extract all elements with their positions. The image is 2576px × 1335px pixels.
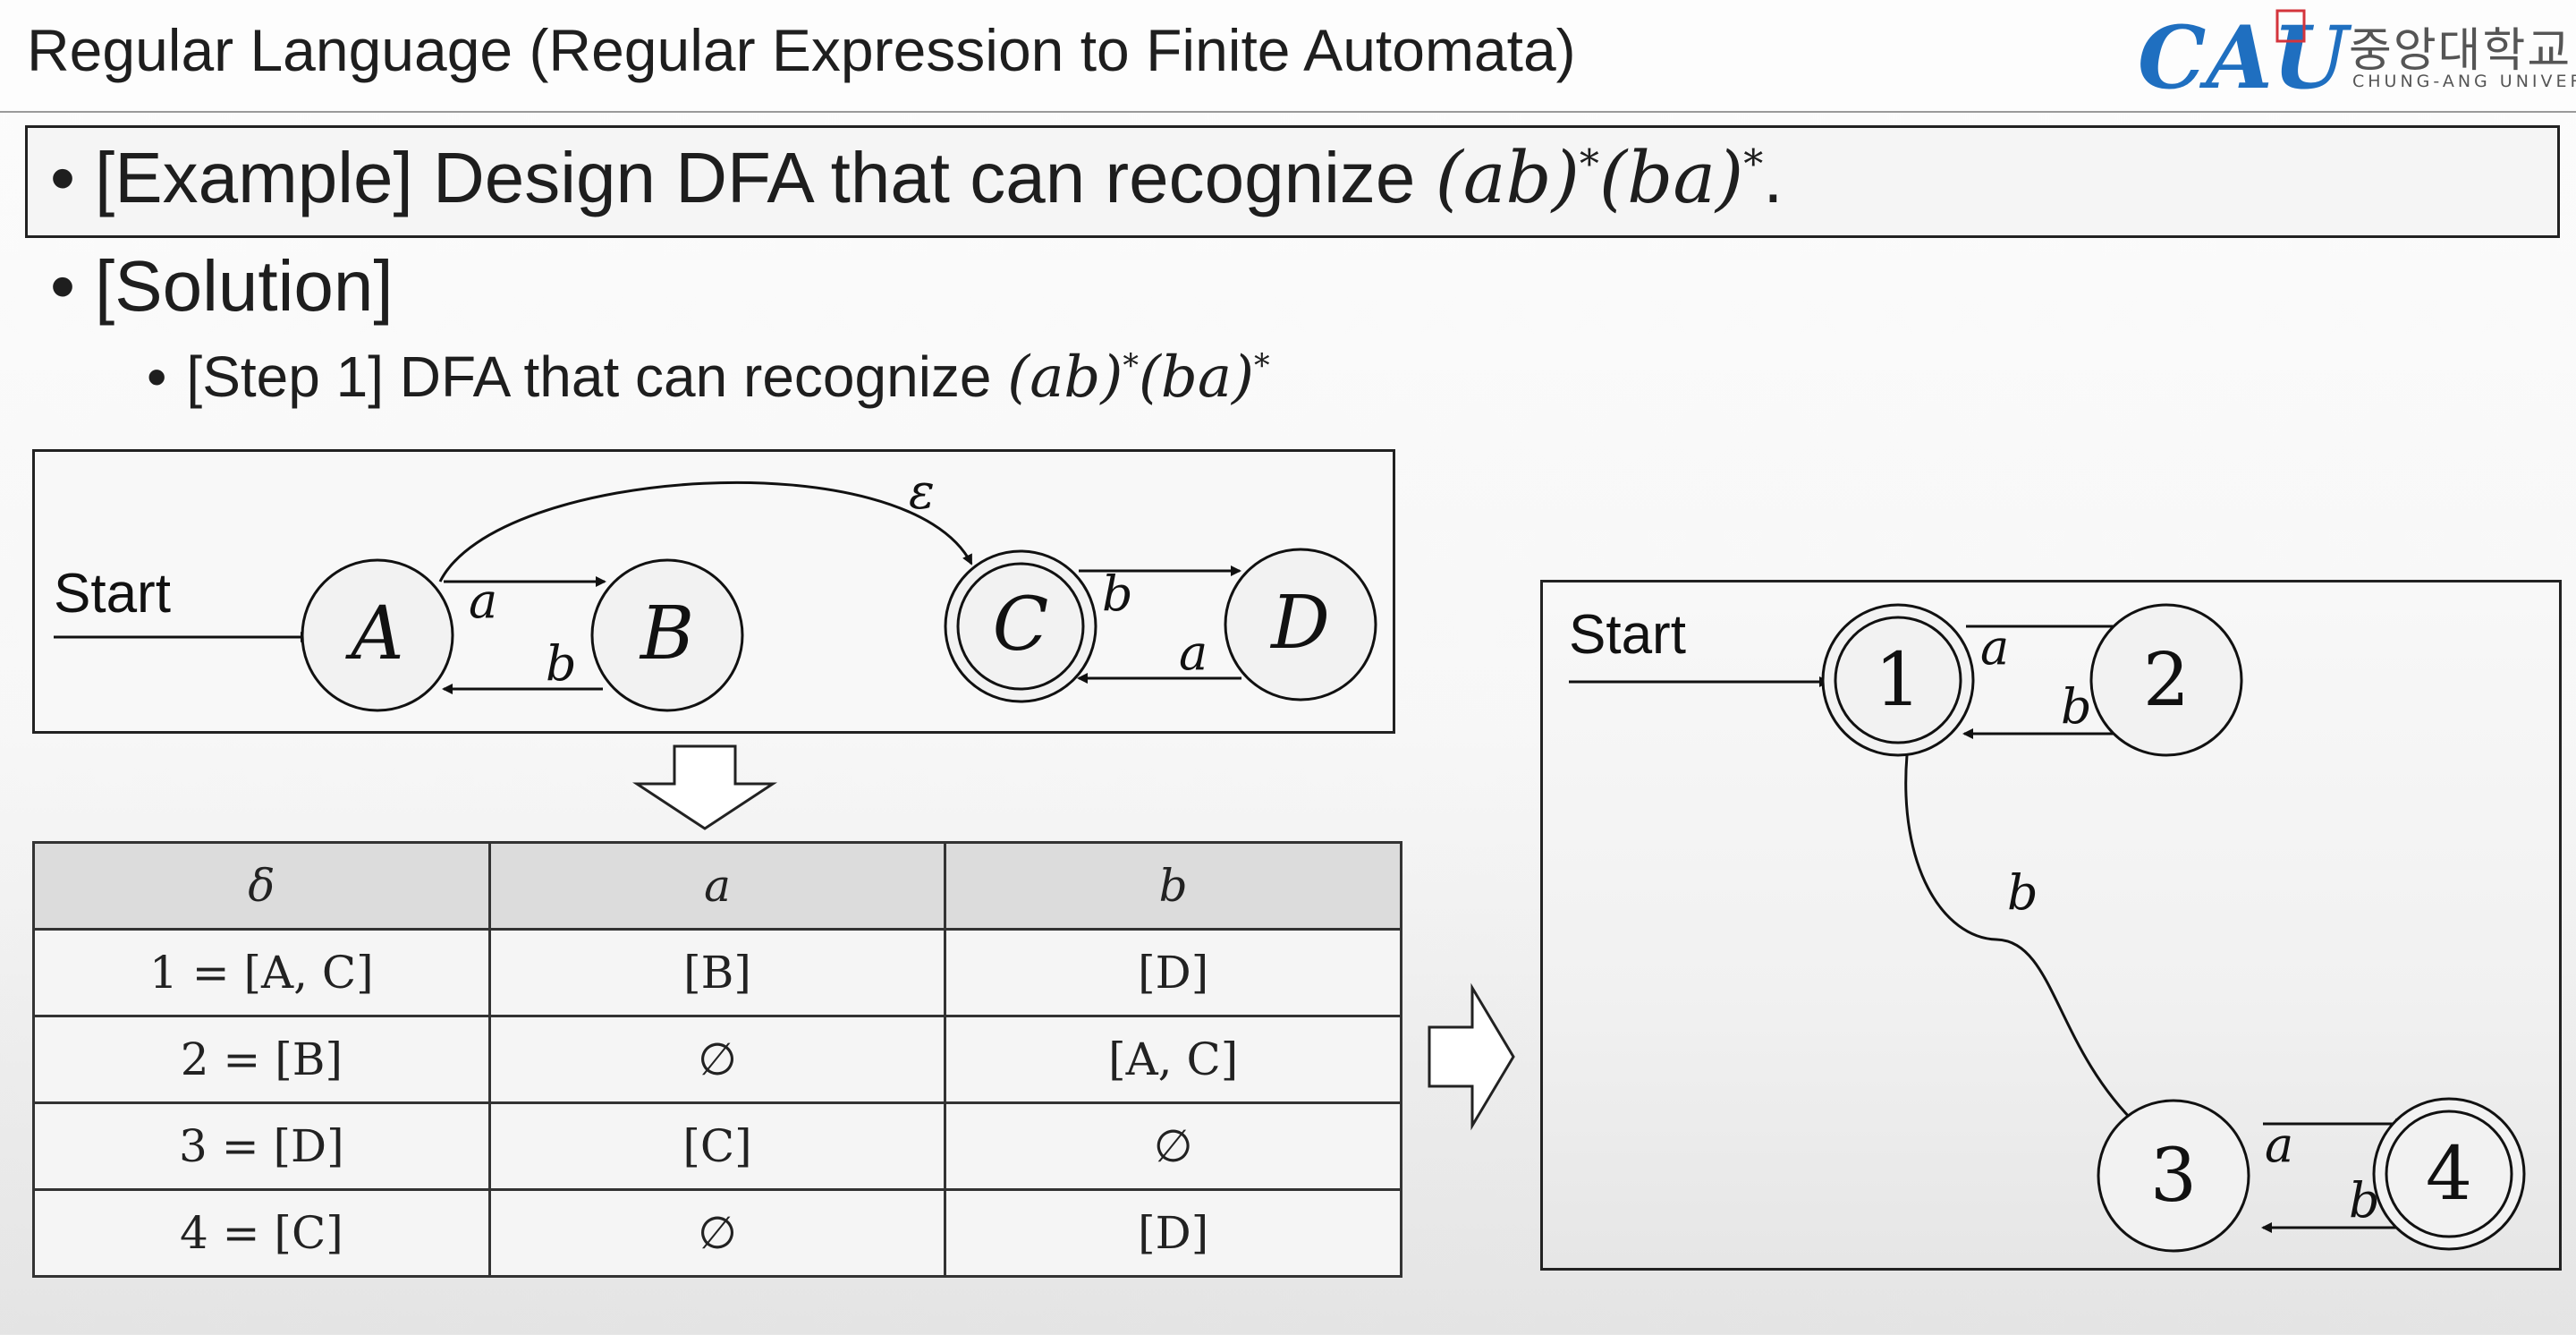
table-cell: [D] bbox=[944, 1188, 1402, 1278]
table-cell: ∅ bbox=[944, 1101, 1402, 1191]
table-header-cell: δ bbox=[32, 841, 491, 931]
example-text: [Example] Design DFA that can recognize bbox=[95, 138, 1436, 217]
nfa-state-a bbox=[301, 558, 454, 712]
table-row: 3 = [D] [C] ∅ bbox=[32, 1101, 1402, 1191]
nfa-state-d-label: D bbox=[1269, 581, 1330, 666]
table-cell: [D] bbox=[944, 928, 1402, 1017]
table-row: 1 = [A, C] [B] [D] bbox=[32, 928, 1402, 1017]
dfa-state-1-label: 1 bbox=[1875, 638, 1921, 723]
bullet-solution: • bbox=[50, 246, 76, 326]
table-cell: ∅ bbox=[487, 1015, 947, 1104]
nfa-transition-a-c bbox=[438, 480, 973, 582]
dfa-label-1-2: a bbox=[1980, 619, 2009, 676]
dfa-state-4-label: 4 bbox=[2426, 1132, 2472, 1217]
table-header-cell: a bbox=[487, 841, 947, 931]
cau-logo: CAU bbox=[2138, 7, 2352, 108]
nfa-label-a-c: ε bbox=[909, 463, 935, 520]
nfa-label-b-a: b bbox=[546, 635, 577, 692]
nfa-label-c-d: b bbox=[1102, 565, 1133, 622]
table-cell: 3 = [D] bbox=[32, 1101, 491, 1191]
table-cell: ∅ bbox=[487, 1188, 947, 1278]
table-cell: 1 = [A, C] bbox=[32, 928, 491, 1017]
nfa-diagram: Start a b ε b a A B C D bbox=[54, 463, 1377, 712]
slide-title: Regular Language (Regular Expression to … bbox=[27, 17, 1576, 83]
nfa-label-a-b: a bbox=[469, 573, 497, 629]
table-header-row: δ a b bbox=[32, 841, 1402, 931]
logo-korean-name: 중앙대학교 bbox=[2349, 24, 2572, 78]
example-box bbox=[25, 125, 2560, 238]
down-arrow-icon bbox=[631, 744, 778, 830]
step1-text: [Step 1] DFA that can recognize bbox=[186, 344, 1008, 409]
table-row: 2 = [B] ∅ [A, C] bbox=[32, 1015, 1402, 1104]
nfa-state-b-label: B bbox=[639, 591, 694, 676]
transition-table: δ a b 1 = [A, C] [B] [D] 2 = [B] ∅ [A, C… bbox=[32, 841, 1402, 1278]
dfa-state-1 bbox=[1834, 616, 1962, 744]
logo-red-square bbox=[2275, 9, 2306, 43]
table-cell: [A, C] bbox=[944, 1015, 1402, 1104]
dfa-state-3-label: 3 bbox=[2150, 1134, 2197, 1219]
dfa-state-2 bbox=[2089, 603, 2243, 757]
solution-line: •[Solution] bbox=[50, 245, 394, 327]
dfa-label-1-3: b bbox=[2007, 864, 2038, 921]
table-cell: [B] bbox=[487, 928, 947, 1017]
bullet-example: • bbox=[50, 138, 76, 217]
dfa-diagram: Start a b b a b 1 2 3 4 bbox=[1569, 603, 2526, 1253]
dfa-state-4 bbox=[2385, 1110, 2513, 1238]
table-cell: 4 = [C] bbox=[32, 1188, 491, 1278]
dfa-state-2-label: 2 bbox=[2143, 638, 2190, 723]
solution-text: [Solution] bbox=[95, 246, 394, 326]
example-line: •[Example] Design DFA that can recognize… bbox=[50, 136, 1783, 219]
dfa-transition-1-3 bbox=[1904, 754, 2140, 1127]
table-row: 4 = [C] ∅ [D] bbox=[32, 1188, 1402, 1278]
slide-header bbox=[0, 0, 2576, 113]
nfa-state-c-label: C bbox=[993, 582, 1049, 668]
nfa-start-label: Start bbox=[54, 563, 171, 625]
nfa-state-c bbox=[956, 562, 1085, 691]
logo-mark-text: CAU bbox=[2138, 7, 2352, 108]
example-expr: (ab)*(ba)* bbox=[1435, 136, 1764, 219]
dfa-label-2-1: b bbox=[2061, 678, 2092, 735]
right-arrow-icon bbox=[1428, 982, 1515, 1131]
table-cell: 2 = [B] bbox=[32, 1015, 491, 1104]
step1-expr: (ab)*(ba)* bbox=[1007, 344, 1270, 411]
dfa-label-3-4: a bbox=[2265, 1117, 2293, 1173]
table-header-cell: b bbox=[944, 841, 1402, 931]
nfa-state-b bbox=[590, 558, 744, 712]
table-cell: [C] bbox=[487, 1101, 947, 1191]
step1-line: • [Step 1] DFA that can recognize (ab)*(b… bbox=[147, 344, 1270, 411]
bullet-step1: • bbox=[147, 344, 167, 409]
nfa-state-a-label: A bbox=[344, 591, 403, 676]
dfa-state-3 bbox=[2097, 1099, 2250, 1253]
dfa-start-label: Start bbox=[1569, 604, 1686, 666]
nfa-label-d-c: a bbox=[1179, 625, 1208, 681]
nfa-state-d bbox=[1224, 548, 1377, 702]
example-period: . bbox=[1763, 138, 1784, 217]
logo-english-name: CHUNG-ANG UNIVERSITY bbox=[2352, 72, 2576, 91]
